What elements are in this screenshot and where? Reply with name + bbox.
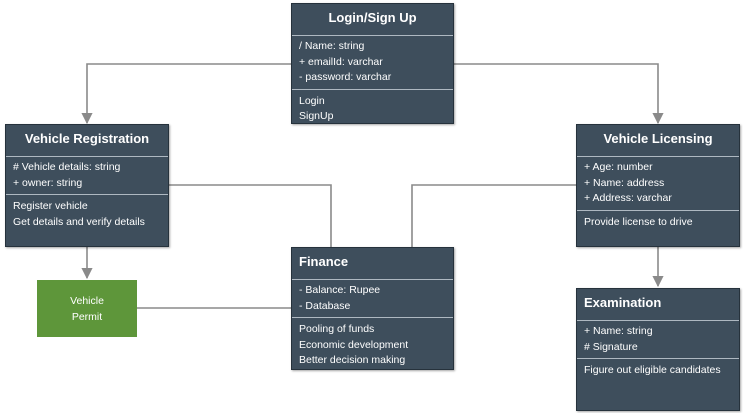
attributes-section: - Balance: Rupee - Database	[292, 280, 453, 318]
connector-login-to-licensing	[454, 63, 664, 125]
attribute-row: + Address: varchar	[584, 192, 672, 204]
class-examination[interactable]: Examination + Name: string # Signature F…	[576, 288, 740, 411]
attribute-row: + Name: address	[584, 176, 665, 189]
attribute-row: + Age: number	[584, 161, 653, 173]
attribute-row: - Database	[299, 299, 351, 312]
class-title: Vehicle Licensing	[577, 125, 739, 157]
connector-registration-to-finance	[169, 184, 332, 247]
class-login-signup[interactable]: Login/Sign Up / Name: string + emailId: …	[291, 3, 454, 124]
method-row: SignUp	[299, 110, 334, 122]
attributes-section: / Name: string + emailId: varchar - pass…	[292, 36, 453, 90]
vehicle-permit-node[interactable]: Vehicle Permit	[37, 280, 137, 337]
permit-label-line: Permit	[71, 310, 103, 323]
attribute-row: # Signature	[584, 340, 638, 353]
method-row: Get details and verify details	[13, 215, 145, 228]
attribute-row: + owner: string	[13, 176, 83, 189]
class-title: Vehicle Registration	[6, 125, 168, 157]
class-title: Finance	[292, 248, 453, 280]
methods-section: Register vehicle Get details and verify …	[6, 195, 168, 230]
method-row: Better decision making	[299, 354, 406, 366]
class-vehicle-registration[interactable]: Vehicle Registration # Vehicle details: …	[5, 124, 169, 247]
method-row: Login	[299, 94, 325, 107]
class-finance[interactable]: Finance - Balance: Rupee - Database Pool…	[291, 247, 454, 370]
connector-licensing-to-finance	[411, 184, 576, 247]
attribute-row: + emailId: varchar	[299, 55, 383, 68]
attribute-row: + Name: string	[584, 325, 653, 337]
class-title: Examination	[577, 289, 739, 321]
methods-section: Provide license to drive	[577, 211, 739, 231]
attributes-section: # Vehicle details: string + owner: strin…	[6, 157, 168, 195]
method-row: Figure out eligible candidates	[584, 364, 721, 376]
attribute-row: # Vehicle details: string	[13, 161, 121, 173]
methods-section: Login SignUp	[292, 90, 453, 124]
methods-section: Figure out eligible candidates	[577, 359, 739, 379]
method-row: Register vehicle	[13, 200, 88, 212]
class-title: Login/Sign Up	[292, 4, 453, 36]
attribute-row: / Name: string	[299, 40, 365, 52]
method-row: Provide license to drive	[584, 215, 693, 228]
attribute-row: - password: varchar	[299, 71, 392, 83]
attributes-section: + Age: number + Name: address + Address:…	[577, 157, 739, 211]
methods-section: Pooling of funds Economic development Be…	[292, 318, 453, 369]
permit-label-line: Vehicle	[70, 294, 104, 307]
attributes-section: + Name: string # Signature	[577, 321, 739, 359]
connector-login-to-registration	[81, 63, 291, 125]
class-vehicle-licensing[interactable]: Vehicle Licensing + Age: number + Name: …	[576, 124, 740, 247]
attribute-row: - Balance: Rupee	[299, 284, 381, 296]
method-row: Pooling of funds	[299, 323, 375, 335]
method-row: Economic development	[299, 338, 409, 351]
